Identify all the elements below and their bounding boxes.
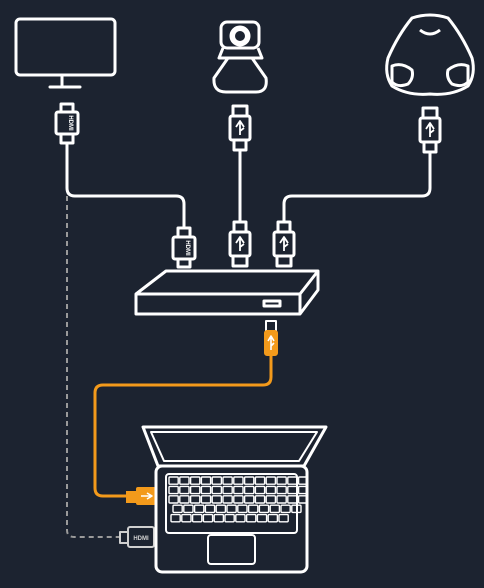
laptop-icon — [141, 425, 328, 574]
usb-plug-laptop — [126, 487, 156, 505]
keyboard-key — [215, 504, 227, 514]
keyboard-key — [181, 513, 192, 523]
keyboard-key — [235, 513, 246, 523]
keyboard-key — [265, 495, 277, 504]
keyboard-key — [247, 504, 259, 514]
keyboard-key — [276, 485, 287, 495]
keyboard-key — [211, 495, 223, 504]
keyboard-key — [193, 504, 205, 514]
keyboard-key — [278, 513, 289, 523]
cable-usb-laptop — [93, 355, 273, 498]
keyboard-key — [297, 495, 309, 504]
cable-hdmi-laptop — [66, 196, 120, 538]
keyboard-key — [287, 485, 298, 495]
usb-plug-speakerphone — [418, 106, 442, 154]
hdmi-label-top: HDMI — [67, 115, 73, 131]
keyboard-key — [222, 495, 233, 504]
keyboard-key — [243, 495, 255, 504]
cable-usb-speakerphone — [282, 152, 432, 222]
keyboard-key — [254, 485, 266, 495]
keyboard-key — [267, 513, 279, 523]
keyboard-key — [200, 476, 212, 485]
keyboard-key — [291, 504, 302, 514]
keyboard-key — [233, 495, 244, 504]
keyboard-key — [189, 495, 201, 504]
keyboard-key — [200, 495, 212, 504]
keyboard-key — [254, 495, 266, 504]
usb-plug-hub-speakerphone — [272, 220, 296, 268]
hub-box-icon — [134, 269, 320, 316]
keyboard-key — [172, 504, 183, 514]
keyboard-key — [243, 485, 255, 495]
hdmi-plug-hub — [171, 226, 197, 269]
keyboard-key — [211, 476, 223, 485]
keyboard-key — [168, 485, 179, 495]
keyboard-key — [297, 476, 309, 485]
keyboard-key — [179, 485, 190, 495]
keyboard-key — [170, 513, 181, 523]
keyboard-key — [226, 504, 237, 514]
usb-plug-camera — [228, 104, 252, 152]
hdmi-plug-monitor — [54, 102, 80, 145]
keyboard-key — [265, 476, 277, 485]
keyboard-key — [213, 513, 225, 523]
keyboard-key — [276, 495, 287, 504]
monitor-icon — [14, 17, 117, 89]
keyboard-key — [222, 476, 233, 485]
cable-hdmi-monitor — [65, 143, 186, 228]
hdmi-plug-laptop — [119, 526, 155, 548]
keyboard-key — [297, 485, 309, 495]
keyboard-key — [243, 476, 255, 485]
keyboard-key — [168, 476, 179, 485]
keyboard-key — [183, 504, 194, 514]
keyboard-key — [168, 495, 179, 504]
keyboard-key — [211, 485, 223, 495]
usb-plug-hub-output — [264, 320, 278, 356]
keyboard-key — [256, 513, 268, 523]
keyboard-key — [280, 504, 291, 514]
speakerphone-icon — [385, 13, 475, 96]
cables — [65, 143, 432, 228]
keyboard-key — [222, 485, 233, 495]
keyboard-key — [224, 513, 235, 523]
keyboard-key — [202, 513, 214, 523]
laptop-keyboard — [168, 476, 309, 523]
keyboard-key — [179, 495, 190, 504]
keyboard-key — [287, 495, 298, 504]
hdmi-label-laptop: HDMI — [133, 536, 149, 542]
keyboard-key — [265, 485, 277, 495]
keyboard-key — [245, 513, 257, 523]
usb-plug-hub-camera — [228, 220, 252, 268]
keyboard-key — [254, 476, 266, 485]
keyboard-key — [191, 513, 203, 523]
keyboard-key — [237, 504, 248, 514]
keyboard-key — [189, 476, 201, 485]
keyboard-key — [287, 476, 298, 485]
keyboard-key — [189, 485, 201, 495]
keyboard-key — [204, 504, 216, 514]
keyboard-key — [276, 476, 287, 485]
keyboard-key — [258, 504, 270, 514]
ptz-camera-icon — [212, 20, 268, 94]
keyboard-key — [179, 476, 190, 485]
keyboard-key — [233, 476, 244, 485]
hdmi-label-hub: HDMI — [184, 240, 190, 256]
keyboard-key — [233, 485, 244, 495]
keyboard-key — [269, 504, 281, 514]
keyboard-key — [200, 485, 212, 495]
